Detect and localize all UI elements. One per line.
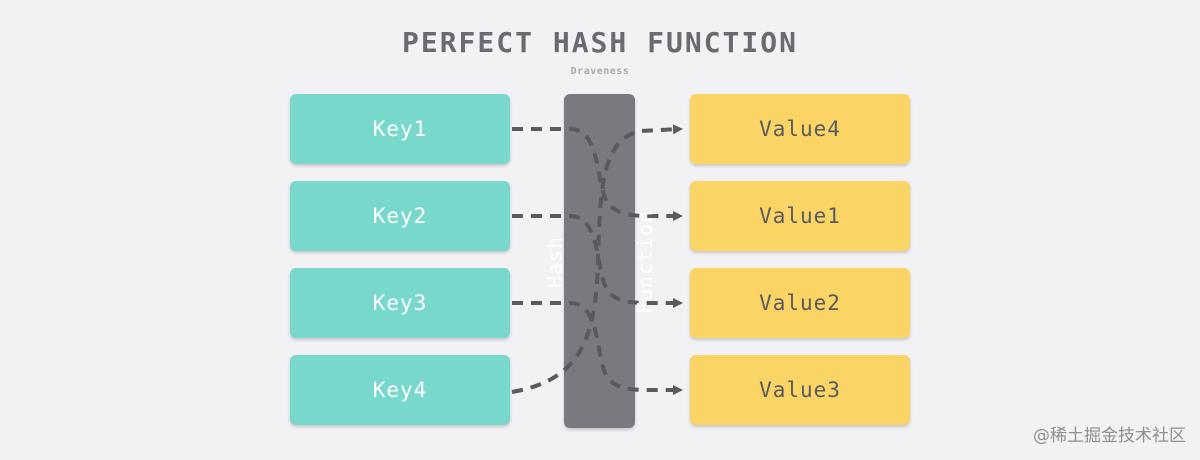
value-box-4: Value3 [690,355,910,425]
key-box-2: Key2 [290,181,510,251]
hash-label-line1: Hash [543,235,567,289]
diagram-title: PERFECT HASH FUNCTION [401,26,798,59]
value-box-2: Value1 [690,181,910,251]
watermark: @稀土掘金技术社区 [1033,426,1186,446]
key-box-4: Key4 [290,355,510,425]
arrow-key1-to-value1 [512,127,683,221]
value-box-3: Value2 [690,268,910,338]
key-box-3: Key3 [290,268,510,338]
key-box-1: Key1 [290,94,510,164]
arrow-key4-to-value4 [511,124,683,394]
hash-label-line2: Function [633,209,657,315]
value-box-1: Value4 [690,94,910,164]
arrow-key3-to-value3 [512,301,683,395]
arrow-key2-to-value2 [512,214,683,308]
diagram-subtitle: Draveness [570,66,630,77]
hash-function-label: Hash Function [480,142,720,382]
